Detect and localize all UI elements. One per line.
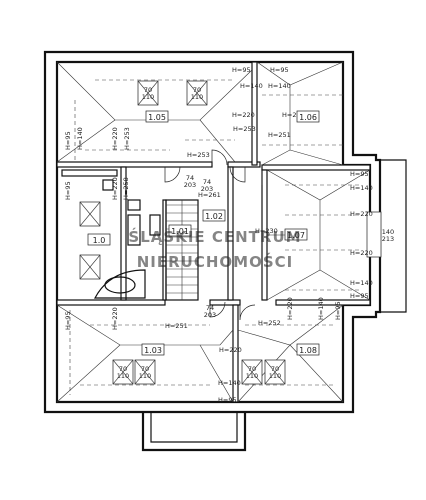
height-label: H=95 (64, 311, 72, 330)
room-number: 1.03 (141, 343, 165, 356)
balcony-right (366, 159, 407, 313)
height-label: H=251 (268, 131, 291, 139)
window-label: 70 (119, 365, 127, 373)
roof-window (79, 254, 101, 280)
window-label: 110 (117, 372, 129, 380)
room-number-text: 1.02 (205, 212, 223, 221)
height-label: H=95 (350, 170, 369, 178)
door-label: 213 (382, 235, 394, 243)
height-label: H=140 (317, 297, 325, 320)
window-label: 110 (269, 372, 281, 380)
room-number-text: 1.08 (299, 346, 317, 355)
door-label: 74 (206, 304, 214, 312)
height-label: H=95 (64, 131, 72, 150)
height-label: H=220 (350, 210, 373, 218)
height-label: H=140 (218, 379, 241, 387)
room-number: 1.08 (296, 343, 320, 356)
door-label: 203 (184, 181, 196, 189)
room-numbers: 1.05 1.06 1.0 1.01 1.02 1.07 1.03 1.08 (87, 110, 320, 356)
staircase (165, 199, 199, 301)
height-label: H=220 (350, 249, 373, 257)
height-label: H=220 (282, 111, 305, 119)
door-label: 74 (186, 174, 194, 182)
height-label: H=95 (64, 181, 72, 200)
window-label: 110 (142, 93, 154, 101)
height-label: H=140 (240, 82, 263, 90)
room-number-text: 1.03 (144, 346, 162, 355)
door-label: 140 (382, 228, 394, 236)
roof-window (79, 201, 101, 227)
room-number: 1.02 (202, 209, 226, 222)
window-label: 70 (193, 86, 201, 94)
doors (164, 149, 263, 321)
height-label: H=220 (232, 111, 255, 119)
door-label: 203 (204, 311, 216, 319)
height-label: H=95 (232, 66, 251, 74)
height-label: H=220 (111, 307, 119, 330)
door-label: 203 (201, 185, 213, 193)
window-label: 110 (246, 372, 258, 380)
room-number: 1.01 (168, 224, 192, 237)
roof-lines-left (69, 100, 76, 395)
window-label: 70 (271, 365, 279, 373)
room-number-text: 1.0 (93, 236, 106, 245)
room-number: 1.0 (87, 233, 111, 246)
height-label: H=253 (233, 125, 256, 133)
roof-lines-1-03 (56, 304, 234, 403)
watermark: ŚLĄSKIE CENTRUM NIERUCHOMOŚCI (128, 227, 301, 271)
room-number: 1.07 (284, 228, 308, 241)
roof-lines-1-06 (256, 61, 344, 166)
height-label: H=220 (286, 297, 294, 320)
porch-bottom (141, 412, 247, 452)
window-label: 70 (248, 365, 256, 373)
room-number-text: 1.07 (287, 231, 305, 240)
height-label: H=253 (187, 151, 210, 159)
room-number-text: 1.01 (171, 227, 189, 236)
room-number: 1.06 (296, 110, 320, 123)
height-label: H=140 (268, 82, 291, 90)
height-label: H=220 (219, 346, 242, 354)
height-label: H=261 (198, 191, 221, 199)
door-label: 74 (203, 178, 211, 186)
height-label: H=220 (111, 127, 119, 150)
height-label: H=140 (350, 184, 373, 192)
watermark-line-2: NIERUCHOMOŚCI (137, 252, 294, 271)
window-label: 110 (191, 93, 203, 101)
height-label: H=95 (218, 396, 237, 404)
height-label: H=95 (270, 66, 289, 74)
height-label: H=220 (111, 177, 119, 200)
height-label: H=95 (334, 301, 342, 320)
interior-walls (56, 61, 371, 403)
height-label: H=95 (350, 292, 369, 300)
height-label: H=258 (122, 177, 130, 200)
roof-lines-1-07 (266, 169, 371, 301)
room-number: 1.05 (145, 110, 169, 123)
height-label: H=140 (76, 127, 84, 150)
height-label: H=253 (123, 127, 131, 150)
window-label: 70 (144, 86, 152, 94)
height-label: H=140 (350, 279, 373, 287)
bathroom-fixtures (61, 169, 161, 299)
height-label: H=252 (258, 319, 281, 327)
room-number-text: 1.05 (148, 113, 166, 122)
height-label: H=230 (255, 227, 278, 235)
window-label: 70 (141, 365, 149, 373)
height-label: H=251 (165, 322, 188, 330)
window-label: 110 (139, 372, 151, 380)
watermark-line-1: ŚLĄSKIE CENTRUM (128, 227, 301, 246)
room-number-text: 1.06 (299, 113, 317, 122)
